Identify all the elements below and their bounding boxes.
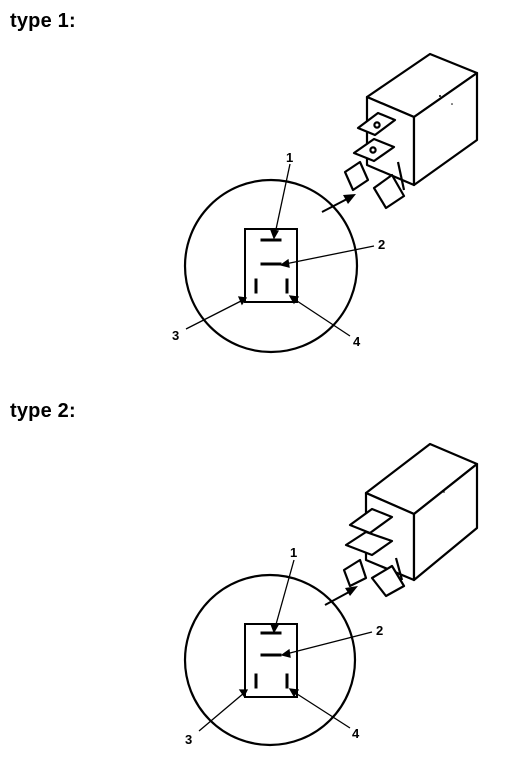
pointer-arrow-type-2: [324, 586, 358, 606]
callout-2-type-2: 2: [376, 623, 383, 638]
relay-type-1-section: type 1:: [10, 10, 479, 354]
relay-type-2-section: type 2:: [0, 380, 512, 760]
callout-4-type-2: 4: [352, 726, 360, 741]
socket-outline-type-2: [244, 623, 298, 698]
callout-2-type-1: 2: [378, 237, 385, 252]
relay-type-1-diagram: 1 2 3 4: [172, 52, 479, 354]
terminal-view-circle-type-2: [183, 573, 357, 747]
pointer-arrow-type-1: [321, 194, 356, 213]
callout-4-type-1: 4: [353, 334, 361, 349]
callout-leaders-type-1: [185, 163, 375, 337]
type-1-title: type 1:: [10, 10, 76, 32]
pin-slots-type-1: [254, 238, 289, 294]
pin-slots-type-2: [254, 631, 289, 689]
callout-1-type-2: 1: [290, 545, 297, 560]
socket-outline-type-1: [244, 228, 298, 303]
callout-1-type-1: 1: [286, 150, 293, 165]
callout-3-type-1: 3: [172, 328, 179, 343]
type-2-title: type 2:: [10, 400, 76, 422]
callout-3-type-2: 3: [185, 732, 192, 747]
terminal-view-circle-type-1: [183, 178, 359, 354]
callout-leaders-type-2: [198, 559, 373, 732]
relay-body-type-1: [343, 52, 479, 210]
relay-type-2-diagram: 1 2 3 4: [183, 442, 479, 747]
relay-body-type-2: [342, 442, 479, 598]
